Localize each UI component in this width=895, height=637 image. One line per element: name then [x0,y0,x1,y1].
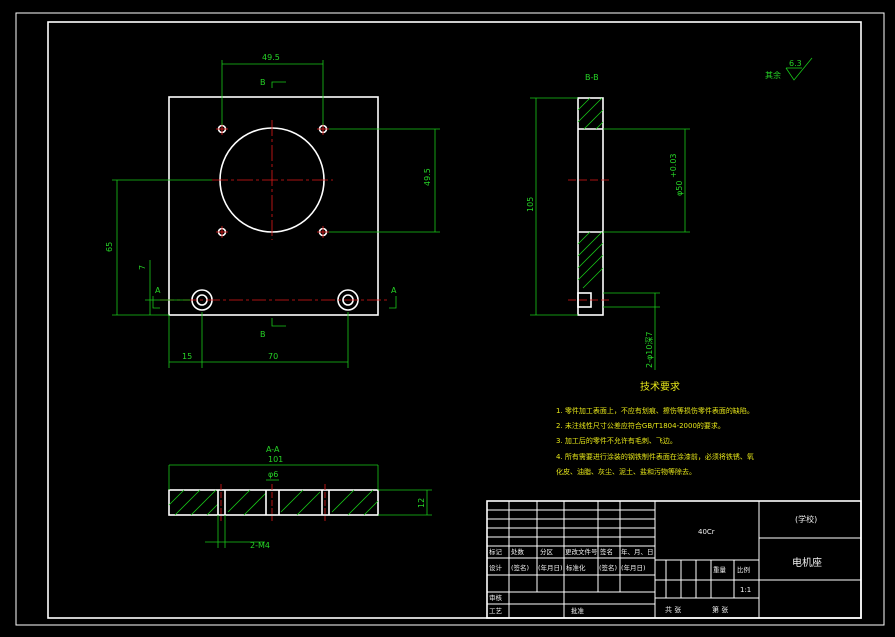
tech-req-item-2: 2. 未注线性尺寸公差应符合GB/T1804-2000的要求。 [556,421,725,430]
dim-section-hole: φ6 [268,470,278,479]
tb-label-date: 年、月、日 [621,547,654,556]
dim-left-small: 7 [138,265,147,270]
tech-requirements: 技术要求 1. 零件加工表面上，不应有划痕、擦伤等损伤零件表面的缺陷。 2. 未… [556,380,754,476]
tech-requirements-title: 技术要求 [640,380,680,393]
tb-standardize: 标准化 [566,563,586,572]
dim-section-length: 101 [268,455,283,464]
tb-design-signature: (签名) [511,563,529,572]
tb-process: 工艺 [489,607,503,615]
section-view-title: A-A [266,445,280,454]
dim-bore-tolerance: +0.03 [669,153,678,178]
dim-section-thread: 2-M4 [250,541,270,550]
roughness-symbol: 6.3 其余 [765,57,813,81]
dim-top-width: 49.5 [262,53,280,62]
dim-section-thickness: 12 [417,498,426,508]
tb-sheets-total: 共 张 [665,605,681,614]
section-view: A-A 101 φ6 12 2-M4 [168,445,432,550]
tb-design: 设计 [489,563,503,572]
tb-weight: 重量 [713,566,727,574]
tech-req-item-4: 4. 所有需要进行涂装的钢铁制件表面在涂漆前，必须将铁锈、氧 [556,452,754,461]
tb-label-sign: 签名 [600,547,613,556]
title-block: 40Cr (学校) 电机座 标记 处数 分区 更改文件号 签名 年、月、日 设计… [486,500,862,619]
tb-label-zone: 分区 [540,547,554,556]
material-text: 40Cr [698,528,715,536]
tb-sheet-no: 第 张 [712,605,728,614]
tb-review: 审核 [489,593,503,602]
tech-req-item-5: 化皮、油脂、灰尘、泥土、盐和污物等除去。 [556,467,696,476]
section-marker-b-bottom: B [260,330,266,339]
tb-scale-label: 比例 [737,565,750,574]
tb-design-date: (年月日) [538,563,563,572]
school-text: (学校) [795,514,817,524]
roughness-value: 6.3 [789,59,802,68]
tb-label-count: 处数 [511,547,525,556]
outer-frame [15,12,885,626]
section-outline [168,489,379,516]
dim-bore-diameter: φ50 [675,181,684,196]
tb-label-change: 更改文件号 [565,547,598,556]
tech-req-item-3: 3. 加工后的零件不允许有毛刺、飞边。 [556,436,677,445]
plate-outline [168,96,379,316]
tb-scale-value: 1:1 [740,586,751,594]
dim-right-height: 49.5 [423,168,432,186]
roughness-label: 其余 [765,70,781,80]
dim-bottom-left: 15 [182,352,192,361]
tb-standardize-signature: (签名) [599,563,617,572]
part-name: 电机座 [792,556,822,569]
side-outline [577,97,604,316]
side-view: B-B 105 φ50 +0.03 2-φ10深7 [526,73,690,370]
side-view-title: B-B [585,73,599,82]
tb-standardize-date: (年月日) [621,563,646,572]
tech-req-item-1: 1. 零件加工表面上，不应有划痕、擦伤等损伤零件表面的缺陷。 [556,406,754,415]
tb-label-mark: 标记 [489,547,503,556]
section-marker-a-left: A [155,286,161,295]
dim-side-height: 105 [526,197,535,212]
top-view: 49.5 49.5 65 7 15 70 B B A A [105,53,440,368]
section-marker-b-top: B [260,78,266,87]
section-marker-a-right: A [391,286,397,295]
dim-side-holes: 2-φ10深7 [645,331,654,368]
dim-bottom-right: 70 [268,352,278,361]
dim-left-height: 65 [105,242,114,252]
tb-approve: 批准 [571,606,585,615]
inner-frame [47,21,862,619]
